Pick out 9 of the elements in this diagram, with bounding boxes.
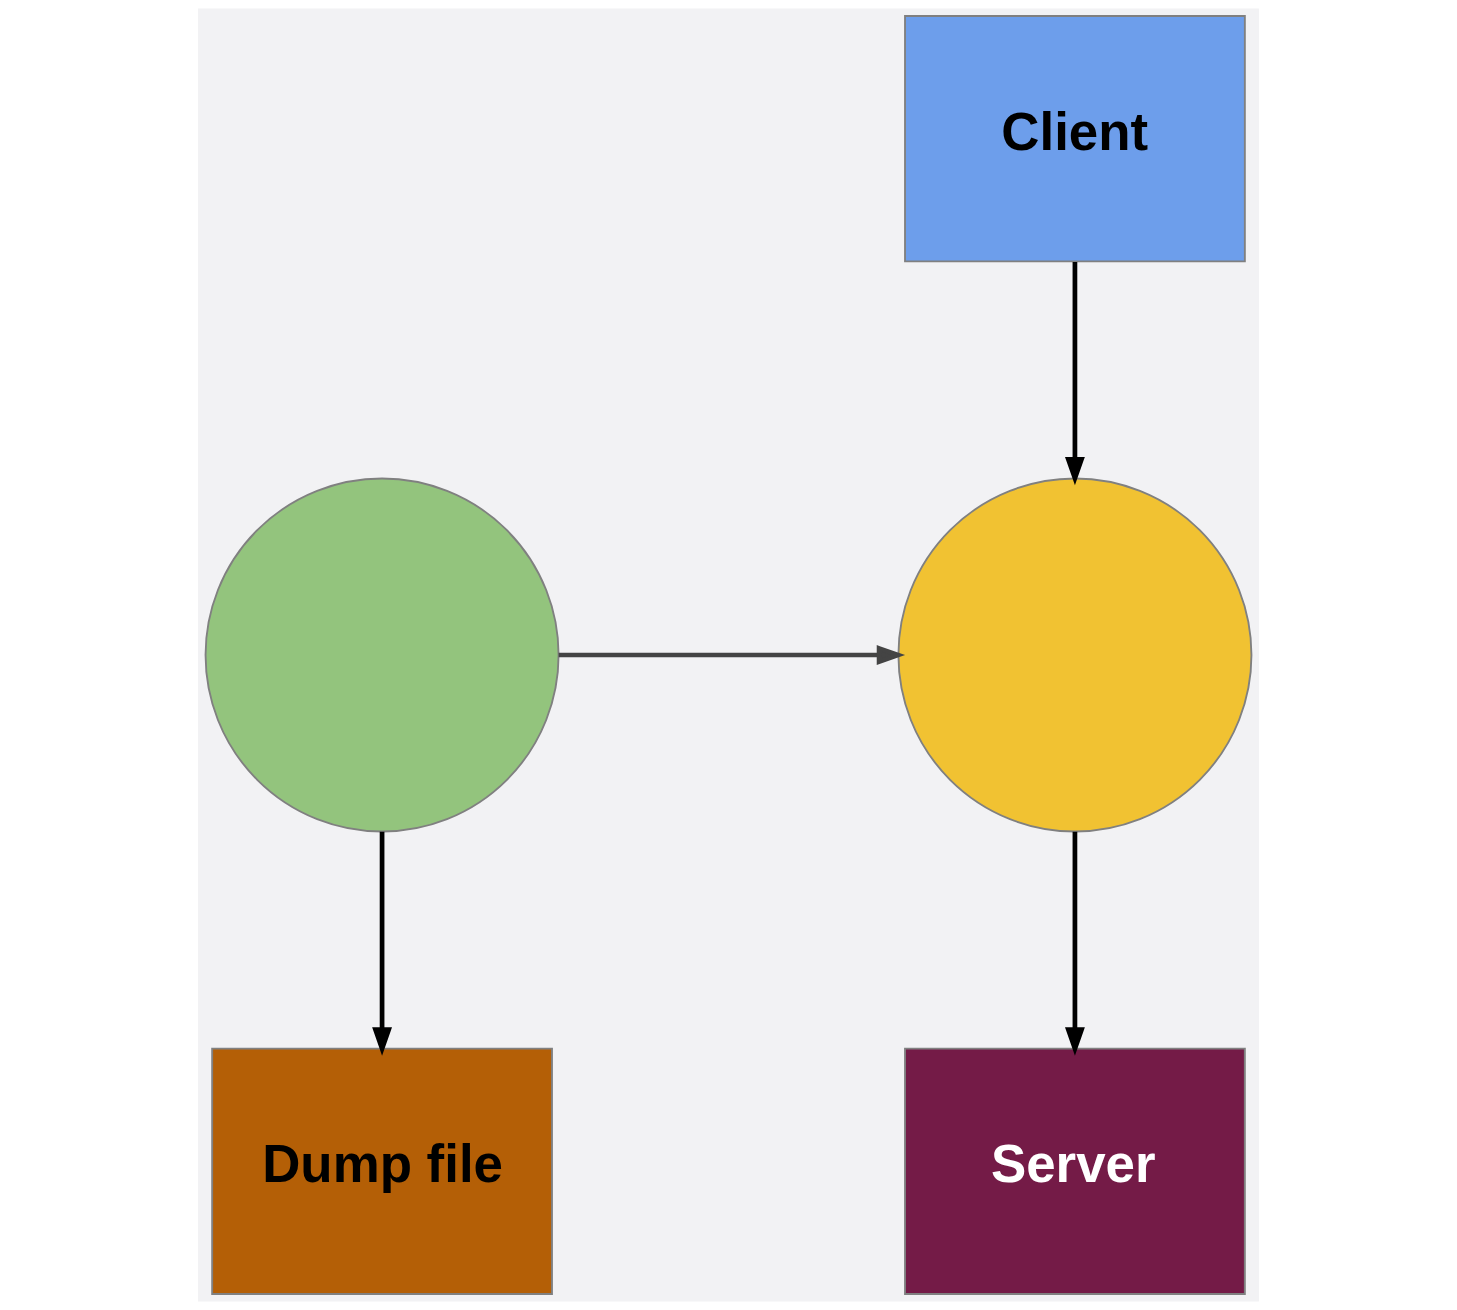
arrow bbox=[558, 645, 906, 665]
arrow bbox=[1065, 831, 1085, 1056]
node-box: Dump file bbox=[211, 1047, 553, 1295]
node-circle bbox=[897, 477, 1253, 833]
arrow bbox=[1065, 262, 1085, 486]
arrow bbox=[372, 831, 392, 1056]
node-box: Server bbox=[904, 1047, 1246, 1295]
node-circle bbox=[204, 477, 560, 833]
node-box: Client bbox=[904, 15, 1246, 263]
